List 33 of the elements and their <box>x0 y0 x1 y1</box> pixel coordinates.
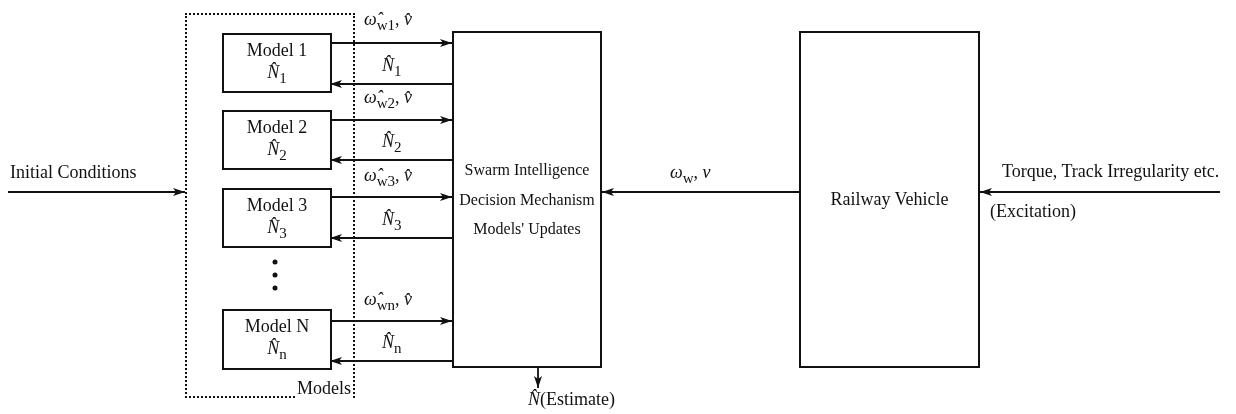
math-label: N̂$_{2}$ <box>267 138 287 164</box>
process-box <box>222 188 332 248</box>
math-label: N̂$_{1}$ <box>267 61 287 87</box>
arrow <box>329 234 453 242</box>
process-box <box>222 309 332 370</box>
box-label: Railway Vehicle <box>830 188 949 211</box>
process-box <box>222 33 332 93</box>
arrow <box>329 80 453 88</box>
arrow <box>534 367 542 389</box>
dotted-group-box <box>185 13 355 398</box>
process-box <box>452 31 602 368</box>
arrow <box>329 357 453 365</box>
box-label: Model 1 <box>246 39 308 62</box>
box-label: Model 2 <box>246 116 308 139</box>
group-label: Models <box>297 378 351 400</box>
arrow <box>329 156 453 164</box>
arrow <box>329 39 453 47</box>
math-label: N̂$_{3}$ <box>267 216 287 242</box>
arrow <box>329 116 453 124</box>
edge-label: N̂(Estimate) <box>526 390 617 410</box>
process-box <box>799 31 980 368</box>
process-box <box>222 110 332 170</box>
arrow <box>329 317 453 325</box>
box-label: Model N <box>244 316 310 338</box>
arrow <box>979 188 1221 196</box>
math-label: N̂$_{n}$ <box>267 338 287 363</box>
edge-label: Torque, Track Irregularity etc. <box>1000 162 1222 182</box>
arrow <box>7 188 186 196</box>
box-label: Model 3 <box>246 194 308 217</box>
arrow <box>329 193 453 201</box>
arrow <box>601 188 800 196</box>
note-label: (Excitation) <box>988 202 1078 222</box>
box-label: Swarm Intelligence Decision Mechanism Models' Updates <box>458 160 596 240</box>
